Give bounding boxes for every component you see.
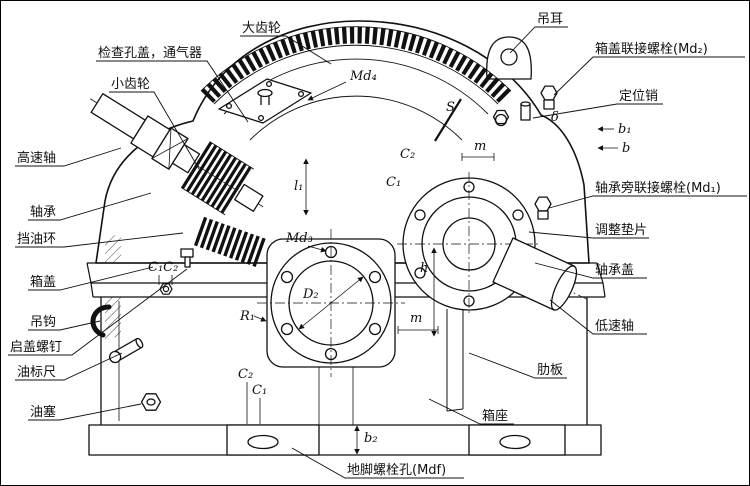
- wall-hatch-2: [105, 297, 121, 341]
- label-adjusting-shim: 调整垫片: [595, 222, 647, 238]
- leader-box-cover: [28, 266, 154, 291]
- box-base-outline: [88, 297, 602, 456]
- leader-cover-screw: [8, 268, 188, 356]
- label-b1: b₁: [618, 122, 632, 137]
- leader-bearing-side-bolt: [548, 195, 747, 209]
- dim-s-line: [434, 98, 462, 142]
- label-hook: 吊钩: [30, 315, 56, 330]
- label-box-base: 箱座: [482, 408, 508, 424]
- dim-r1-arrow: [253, 315, 267, 322]
- breather: [257, 88, 273, 105]
- label-c2-bottom: C₂: [238, 367, 253, 382]
- label-lifting-lug: 吊耳: [537, 12, 563, 27]
- anchor-bolt-hole-left: [247, 434, 279, 450]
- leader-locating-pin: [532, 103, 663, 119]
- flange-bolt: [159, 283, 173, 295]
- leader-lines: [8, 26, 747, 479]
- bearing-side-bolt-md1: [534, 196, 552, 220]
- label-c1-top: C₁: [386, 175, 401, 190]
- rib-plate: [446, 309, 464, 412]
- cover-bolt-md2: [540, 85, 558, 110]
- label-s: S: [446, 100, 455, 115]
- hook: [90, 304, 112, 338]
- oil-plug: [140, 393, 162, 411]
- label-bearing-cover: 轴承盖: [595, 263, 634, 278]
- label-md3: Md₃: [285, 231, 313, 246]
- label-locating-pin: 定位销: [619, 89, 658, 104]
- leader-box-base: [428, 398, 514, 425]
- label-cover-bolt: 箱盖联接螺栓(Md₂): [595, 41, 708, 57]
- dim-d2-line: [298, 276, 364, 330]
- high-speed-shaft-assembly: [90, 93, 264, 216]
- callout-labels: 检查孔盖，通气器 小齿轮 大齿轮 吊耳 箱盖联接螺栓(Md₂) 定位销 轴承旁联…: [10, 12, 721, 478]
- locating-pin: [520, 101, 531, 121]
- dimension-labels: Md₄ Md₃ S m C₂ C₁ l₁ C₁C₂ R₁ D₂ h m C₂ C…: [148, 69, 632, 446]
- label-high-speed-shaft: 高速轴: [17, 150, 56, 166]
- leader-anchor-bolt-hole: [291, 447, 464, 479]
- label-b: b: [622, 141, 630, 156]
- label-c1-bottom: C₁: [252, 383, 267, 398]
- label-delta: δ: [551, 110, 559, 125]
- cover-inner-rim: [249, 95, 463, 141]
- label-c2-top: C₂: [400, 147, 415, 162]
- dim-md4-arrow: [307, 81, 347, 101]
- leader-bearing-cover: [534, 262, 647, 279]
- label-bearing-side-bolt: 轴承旁联接螺栓(Md₁): [595, 180, 721, 196]
- label-d2: D₂: [302, 287, 319, 302]
- label-oil-dipstick: 油标尺: [17, 365, 56, 380]
- leader-adjusting-shim: [528, 231, 649, 239]
- label-b2: b₂: [364, 431, 378, 446]
- label-inspection-cover: 检查孔盖，通气器: [98, 45, 202, 61]
- label-h: h: [420, 261, 428, 276]
- leader-rib-plate: [468, 352, 567, 379]
- dim-md3-arrow: [307, 245, 327, 253]
- leader-big-gear: [240, 35, 332, 65]
- anchor-bolt-hole-right: [499, 434, 531, 450]
- leader-high-speed-shaft: [15, 147, 122, 167]
- label-box-cover: 箱盖: [30, 274, 56, 290]
- label-low-speed-shaft: 低速轴: [595, 319, 634, 334]
- label-small-gear: 小齿轮: [111, 77, 150, 92]
- label-anchor-bolt-hole: 地脚螺栓孔(Mdf): [347, 462, 446, 478]
- leader-low-speed-shaft: [549, 299, 647, 335]
- low-speed-bearing-assembly: [397, 172, 590, 316]
- inspection-cover: [218, 78, 312, 124]
- label-l1: l₁: [294, 179, 303, 194]
- label-m-top: m: [474, 139, 486, 154]
- lifting-lug: [486, 36, 532, 80]
- pinion-gear: [180, 141, 255, 216]
- leader-inspection-cover: [96, 60, 249, 123]
- leader-bearing: [28, 192, 152, 221]
- leader-oil-ring: [15, 232, 184, 248]
- label-bearing: 轴承: [30, 205, 56, 220]
- low-speed-shaft-cylinder: [492, 237, 578, 311]
- leader-lifting-lug: [509, 26, 568, 54]
- label-big-gear: 大齿轮: [242, 21, 281, 36]
- leader-oil-plug: [28, 403, 142, 421]
- gear-mesh-teeth: [193, 216, 267, 268]
- label-c1c2-left: C₁C₂: [148, 260, 178, 275]
- dimension-lines: [158, 81, 618, 455]
- gearbox-drawing: [86, 20, 606, 456]
- leader-cover-bolt: [553, 56, 745, 96]
- label-rib-plate: 肋板: [537, 363, 563, 378]
- label-md4: Md₄: [349, 69, 377, 84]
- label-oil-ring: 挡油环: [17, 232, 56, 247]
- label-r1: R₁: [239, 309, 255, 324]
- label-oil-plug: 油塞: [30, 404, 56, 420]
- cover-lifting-screw: [180, 248, 194, 268]
- oil-dipstick: [108, 337, 144, 364]
- leader-oil-dipstick: [15, 352, 123, 381]
- label-m-mid: m: [410, 311, 422, 326]
- label-cover-screw: 启盖螺钉: [10, 340, 62, 355]
- bolt-washer: [492, 109, 510, 127]
- leader-hook: [28, 320, 101, 331]
- leader-small-gear: [109, 91, 200, 170]
